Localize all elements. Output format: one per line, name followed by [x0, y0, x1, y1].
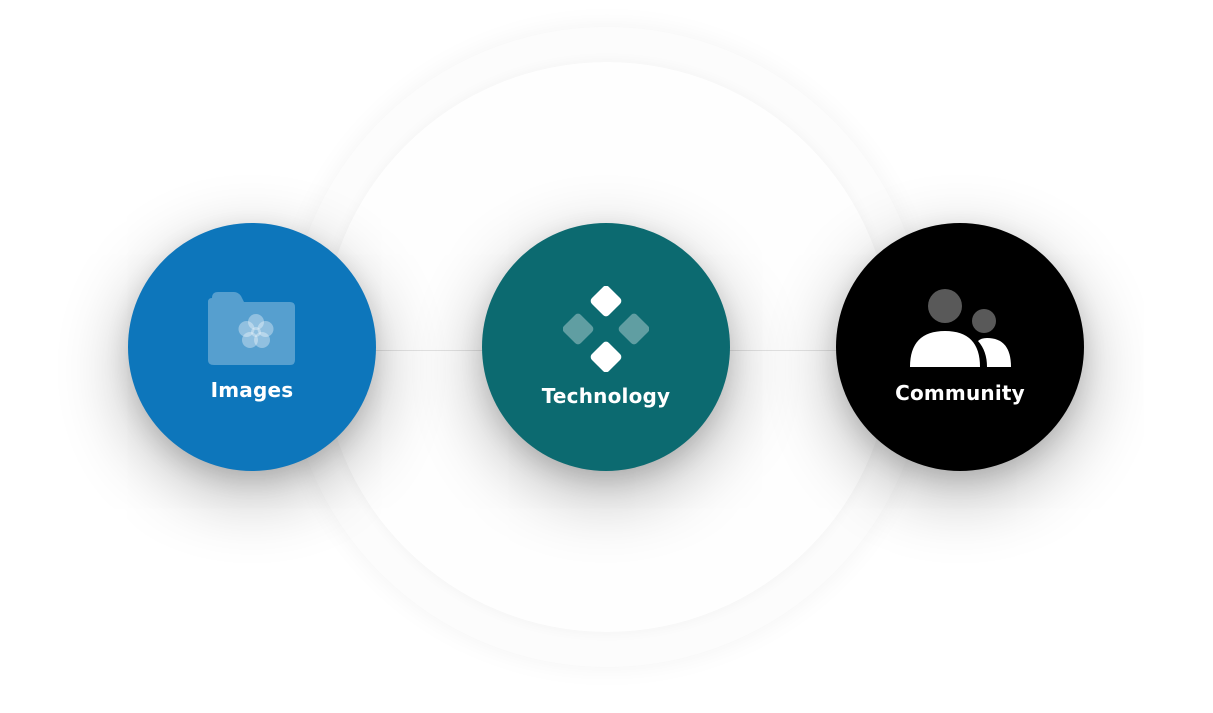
node-label-technology: Technology — [541, 384, 671, 408]
node-label-community: Community — [895, 381, 1025, 405]
node-technology[interactable]: Technology — [482, 223, 730, 471]
connector-images-technology — [370, 350, 490, 351]
folder-flower-icon — [208, 292, 296, 366]
node-label-images: Images — [210, 378, 294, 402]
node-community[interactable]: Community — [836, 223, 1084, 471]
connector-technology-community — [725, 350, 845, 351]
node-images[interactable]: Images — [128, 223, 376, 471]
people-icon — [907, 289, 1013, 369]
diamond-cluster-icon — [563, 286, 649, 372]
